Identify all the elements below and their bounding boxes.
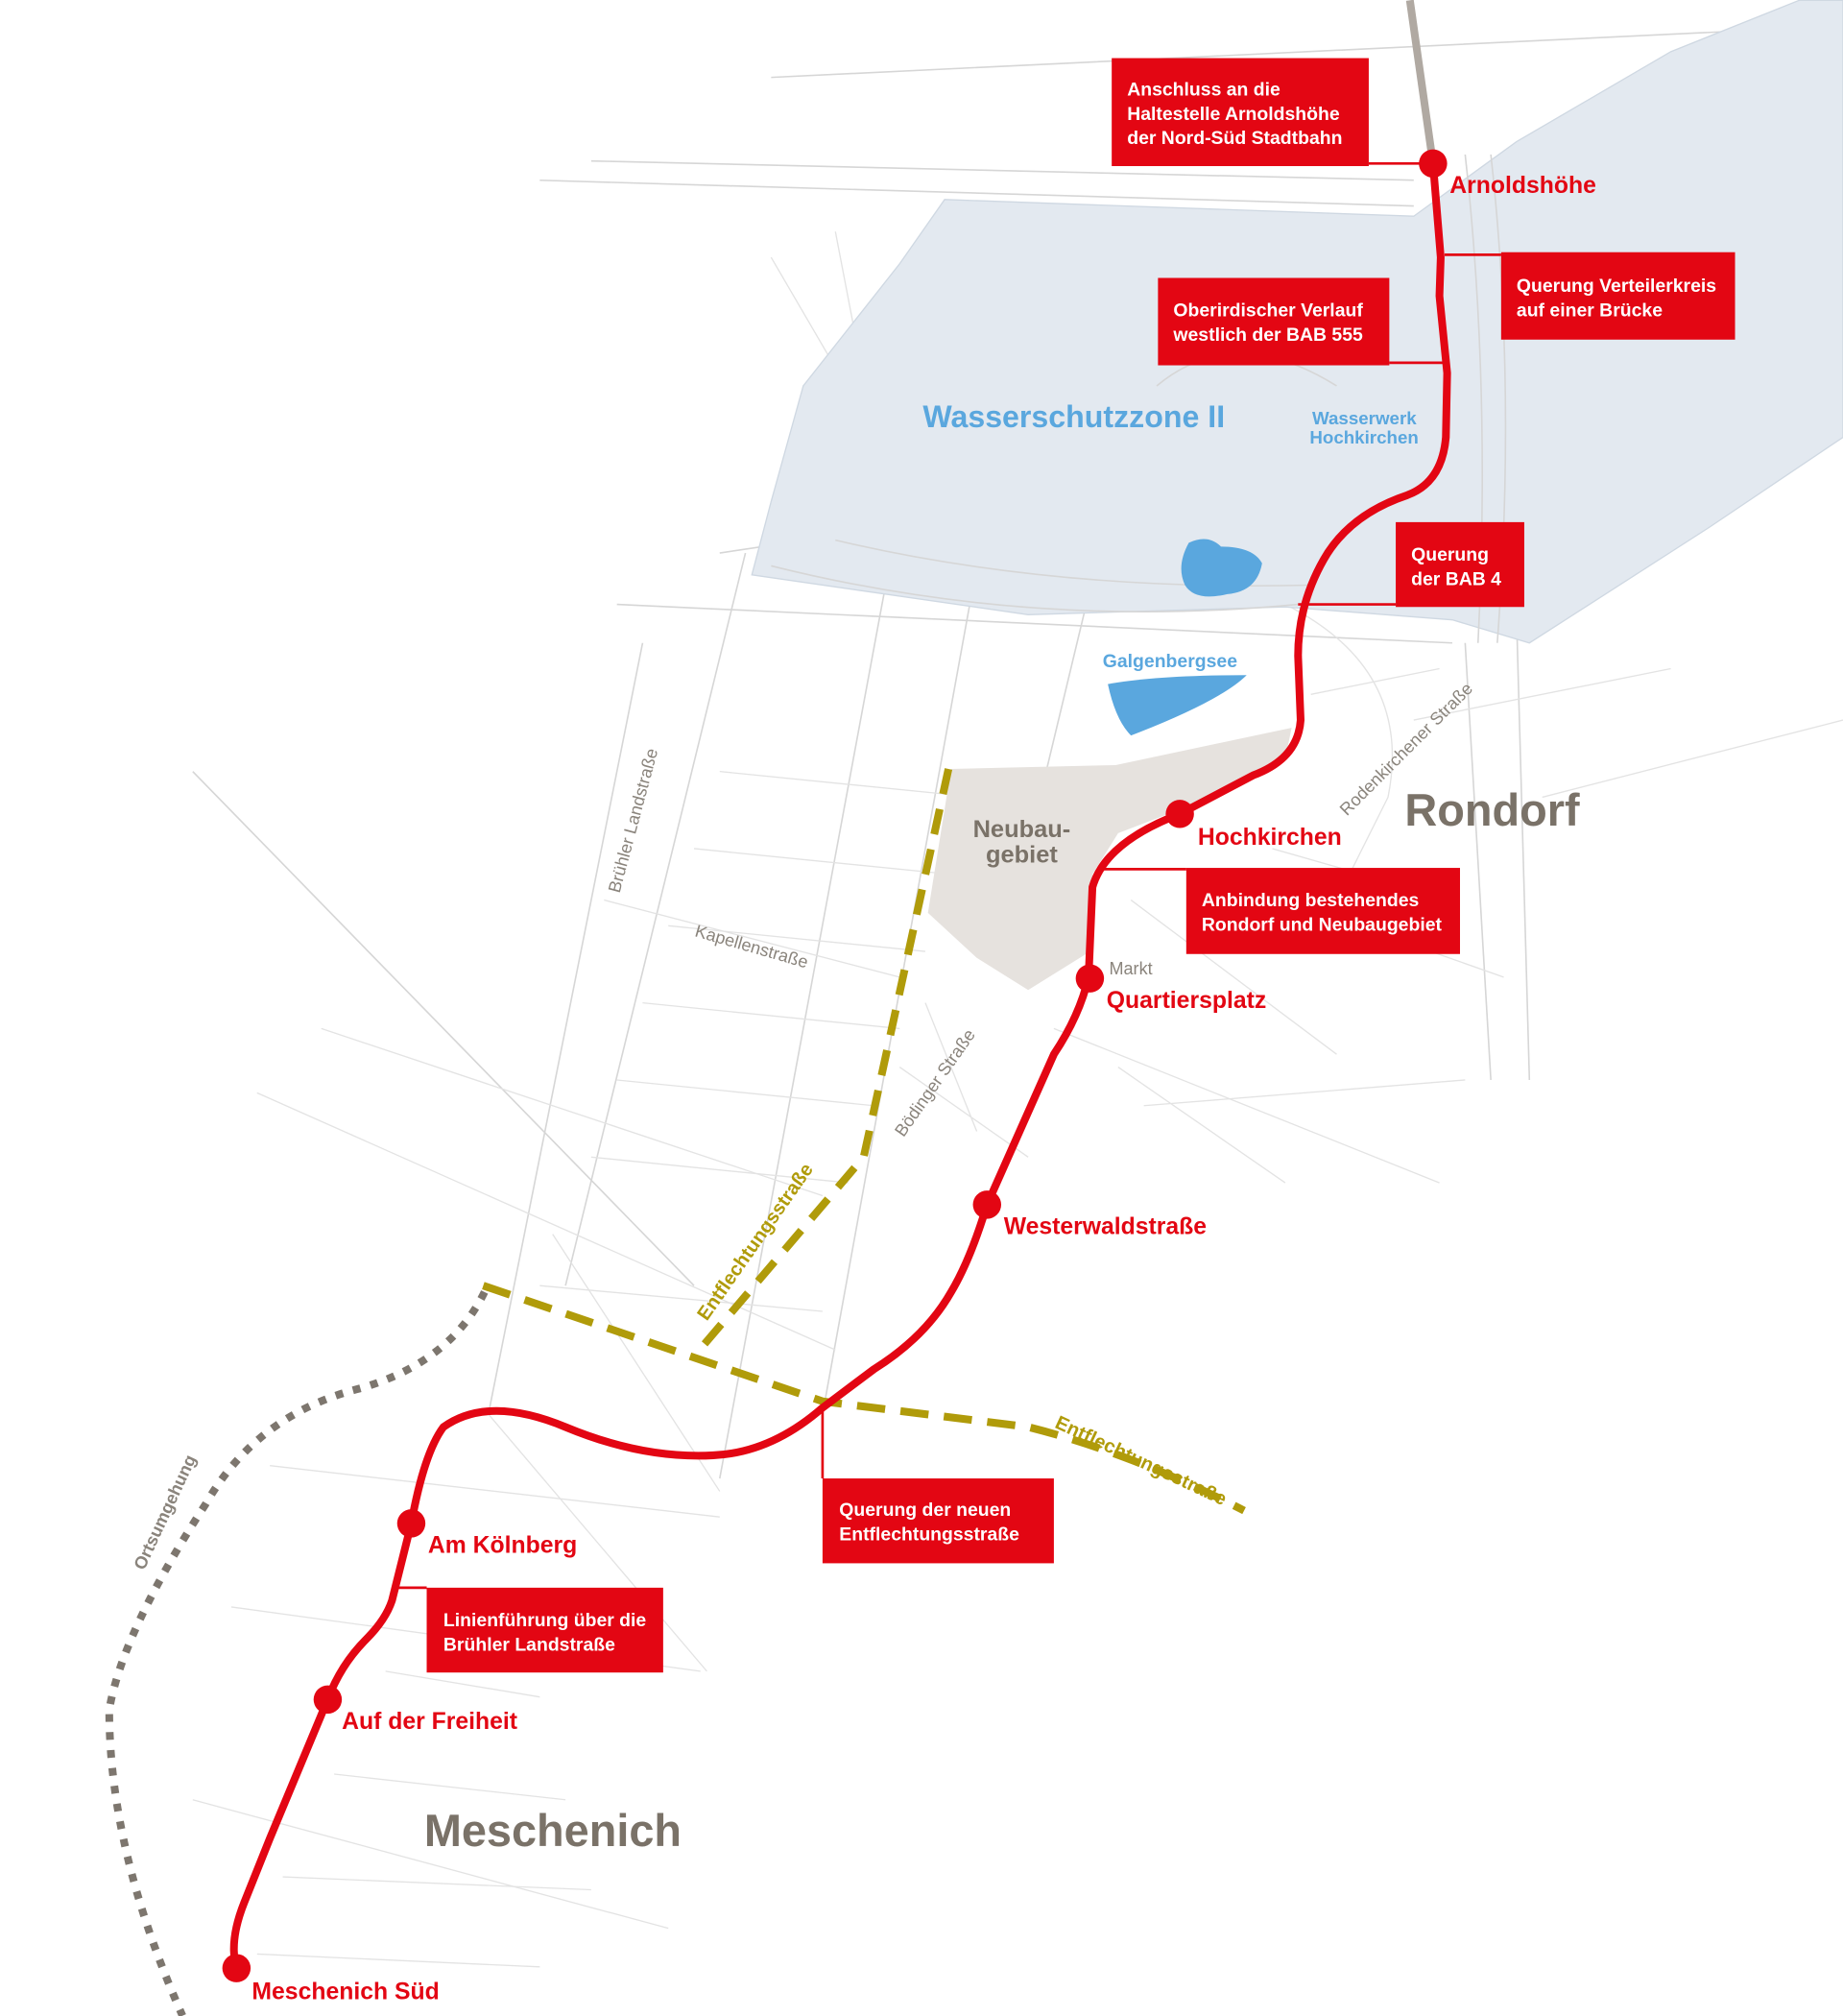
new-development-area <box>927 728 1292 991</box>
relief-road-north <box>690 768 953 1359</box>
street-label-entflechtung-north: Entflechtungsstraße <box>693 1160 817 1325</box>
new-area-label: Neubau-gebiet <box>973 816 1071 869</box>
bypass-road <box>105 1290 489 2016</box>
street-label-boedinger: Bödinger Straße <box>891 1025 979 1140</box>
north-south-stadtbahn-track <box>1405 0 1437 164</box>
station-quartiersplatz[interactable]: Quartiersplatz <box>1075 964 1267 1014</box>
station-westerwaldstrasse[interactable]: Westerwaldstraße <box>972 1190 1208 1240</box>
station-am-koelnberg[interactable]: Am Kölnberg <box>396 1509 578 1559</box>
galgenbergsee-lake <box>1108 675 1247 736</box>
market-label: Markt <box>1109 959 1152 978</box>
waterworks-pond <box>1181 539 1262 597</box>
lake-label: Galgenbergsee <box>1103 651 1237 672</box>
station-arnoldshoehe[interactable]: Arnoldshöhe <box>1419 149 1596 200</box>
tram-line-route <box>229 163 1451 1970</box>
station-hochkirchen[interactable]: Hochkirchen <box>1165 800 1342 851</box>
station-label: Auf der Freiheit <box>342 1709 517 1735</box>
station-label: Arnoldshöhe <box>1449 173 1596 199</box>
station-auf-der-freiheit[interactable]: Auf der Freiheit <box>313 1685 517 1736</box>
callout-leaders <box>392 161 1501 1590</box>
street-label-bypass: Ortsumgehung <box>130 1452 200 1572</box>
station-label: Meschenich Süd <box>251 1979 439 2004</box>
station-meschenich-sued[interactable]: Meschenich Süd <box>222 1954 440 2004</box>
street-label-kapellen: Kapellenstraße <box>693 922 810 972</box>
station-label: Hochkirchen <box>1198 825 1342 851</box>
town-label-meschenich: Meschenich <box>424 1806 682 1856</box>
street-label-entflechtung-east: Entflechtungsstraße <box>1052 1412 1230 1510</box>
town-label-rondorf: Rondorf <box>1404 785 1580 835</box>
station-label: Westerwaldstraße <box>1004 1214 1207 1240</box>
station-label: Am Kölnberg <box>428 1533 577 1559</box>
station-label: Quartiersplatz <box>1107 988 1266 1014</box>
street-label-bruehler: Brühler Landstraße <box>605 746 661 895</box>
relief-road-south <box>482 1282 1246 1515</box>
water-zone-label: Wasserschutzzone II <box>922 399 1225 434</box>
